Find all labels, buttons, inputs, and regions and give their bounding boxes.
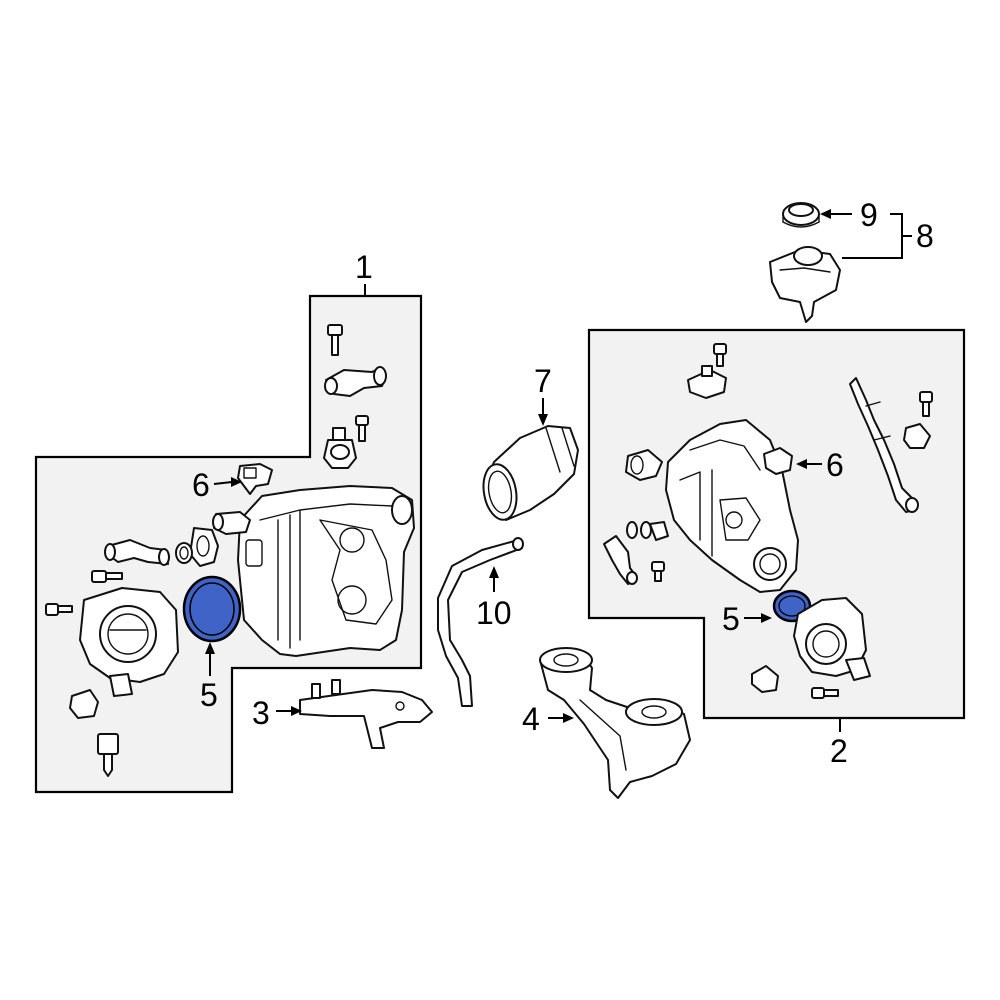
callout-1: 1 [355, 249, 373, 285]
bolt-far-left [45, 603, 73, 616]
sensor-6-right [763, 447, 793, 475]
intake-manifold-left [237, 485, 415, 657]
bracket-3 [299, 679, 433, 749]
coolant-tube-right [603, 535, 638, 585]
callout-4: 4 [522, 701, 540, 737]
o-ring-inner [179, 546, 189, 560]
reservoir-8 [769, 246, 841, 323]
arrow-4 [563, 713, 574, 723]
seal-ring-left [189, 527, 219, 567]
callout-9: 9 [860, 197, 878, 233]
callout-10: 10 [476, 595, 512, 631]
sensor-plug-bottom-left [97, 733, 119, 777]
coolant-tube-left [104, 539, 170, 566]
coolant-pipe [324, 366, 387, 397]
arrow-6-right [796, 459, 807, 469]
arrow-7 [538, 414, 548, 426]
bolt-left-mid [91, 570, 123, 583]
callout-5-right: 5 [722, 601, 740, 637]
valve-top-right [687, 365, 727, 399]
callout-7: 7 [534, 363, 552, 399]
sensor-6-left [237, 463, 273, 495]
leader-6-left [213, 481, 233, 485]
o-ring-right-1 [626, 521, 638, 539]
hose-10 [437, 537, 524, 707]
arrow-5-right [761, 613, 772, 623]
o-ring-left [175, 542, 193, 564]
pipe-stub-right [625, 449, 663, 481]
callout-2: 2 [830, 733, 848, 769]
arrow-10 [489, 566, 499, 578]
callout-8: 8 [916, 218, 934, 254]
throttle-body-right [793, 597, 871, 681]
callout-3: 3 [252, 695, 270, 731]
arrow-9 [820, 209, 831, 219]
bolt-top-right [713, 343, 727, 367]
mount-4 [539, 647, 691, 799]
clip-right [903, 423, 931, 449]
gasket-5-left [182, 575, 242, 643]
bolt-small-left [355, 415, 369, 442]
connector-right [751, 665, 779, 693]
arrow-3 [291, 706, 302, 716]
bolt-top-left [327, 324, 343, 356]
valve-housing [323, 427, 357, 469]
bolt-bottom-right [811, 687, 839, 699]
cap-9 [782, 202, 820, 228]
bolt-right [919, 391, 933, 417]
hose-7 [482, 425, 579, 521]
callout-5-left: 5 [200, 677, 218, 713]
arrow-5-left [205, 642, 215, 654]
o-ring-right-2 [640, 521, 652, 539]
hose-fitting-left [212, 511, 251, 535]
callout-6-left: 6 [192, 467, 210, 503]
arrow-6-left [231, 477, 242, 487]
throttle-body-left [79, 587, 179, 697]
line-assembly-right [849, 377, 919, 513]
callout-6-right: 6 [826, 447, 844, 483]
bolt-right-small [651, 561, 665, 582]
clip-right-2 [649, 521, 669, 541]
connector-clip-left [69, 689, 99, 719]
